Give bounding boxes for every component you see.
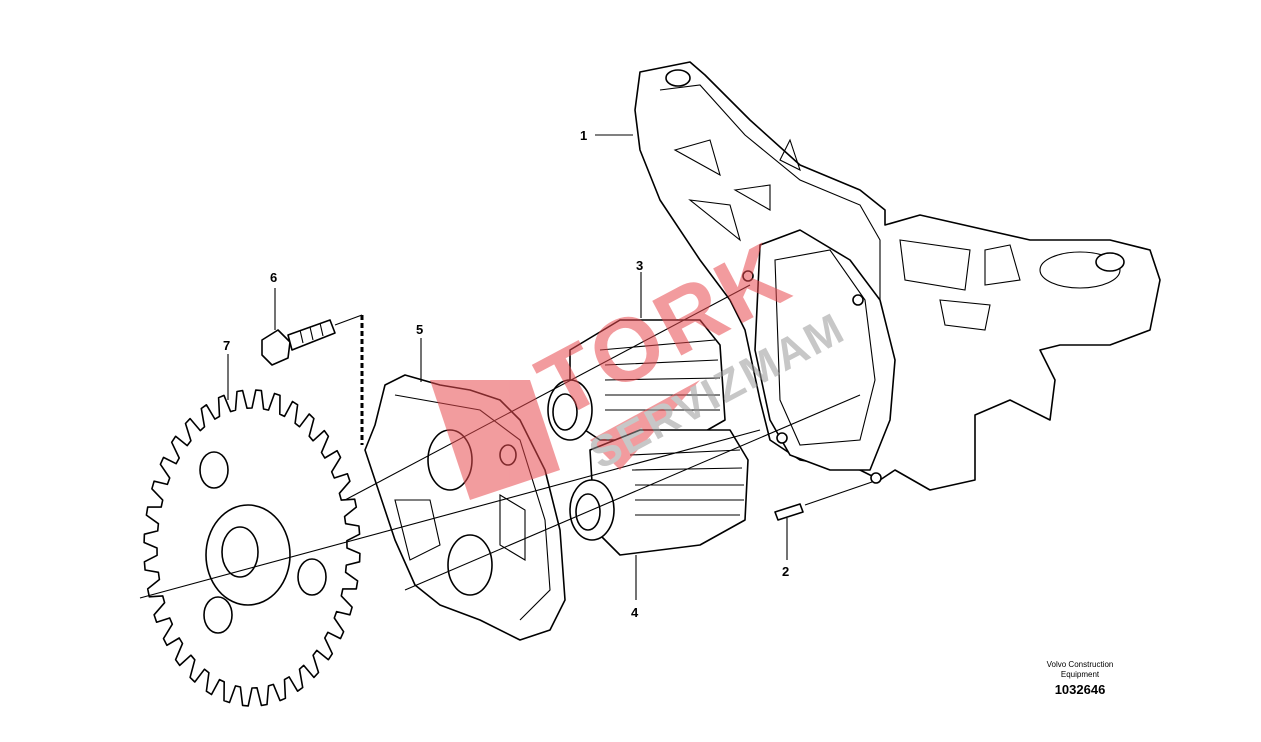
callout-7: 7 — [223, 338, 230, 353]
callout-2: 2 — [782, 564, 789, 579]
callout-5: 5 — [416, 322, 423, 337]
bolt — [261, 319, 336, 366]
pump-housing-bracket — [634, 61, 1161, 491]
callout-6: 6 — [270, 270, 277, 285]
callout-4: 4 — [631, 605, 639, 620]
diagram-number: 1032646 — [1054, 682, 1106, 697]
callouts: 1 2 3 4 5 6 7 — [223, 128, 789, 620]
caption-line-1: Volvo Construction — [1046, 660, 1114, 669]
callout-1: 1 — [580, 128, 587, 143]
dowel-pin — [774, 503, 804, 521]
caption-line-2: Equipment — [1060, 670, 1100, 679]
assembly-lines — [139, 284, 873, 599]
diagram-caption: Volvo Construction Equipment 1032646 — [1010, 660, 1150, 697]
drive-gear — [547, 319, 726, 441]
sprocket — [143, 389, 361, 707]
callout-3: 3 — [636, 258, 643, 273]
